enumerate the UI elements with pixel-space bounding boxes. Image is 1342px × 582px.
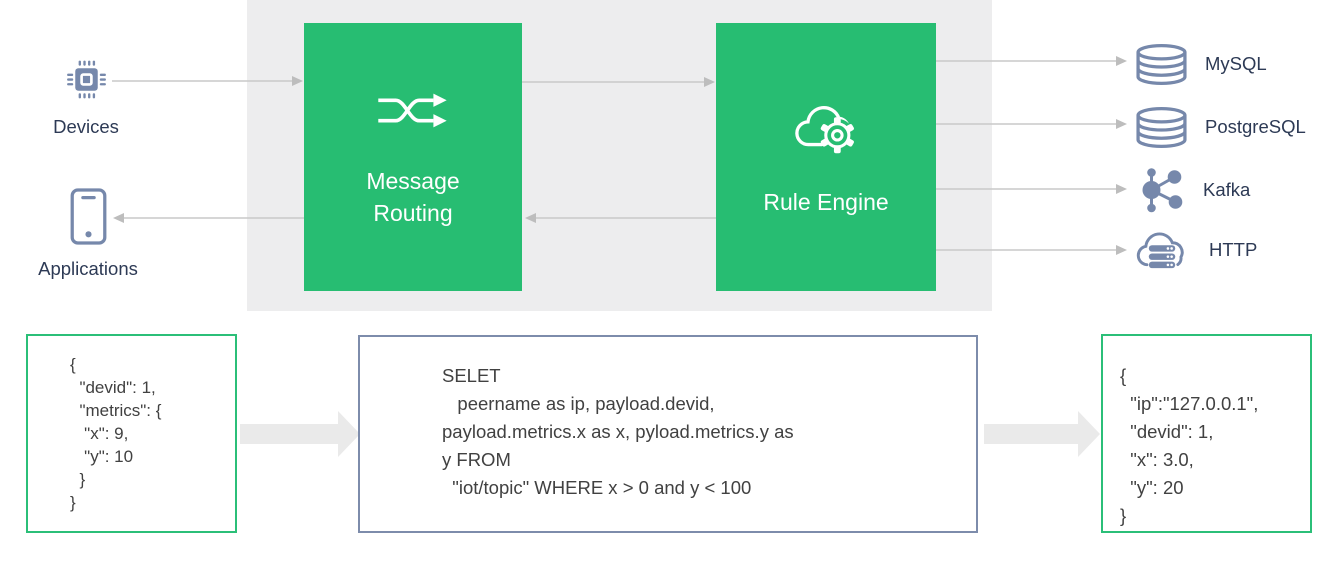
endpoint-applications: Applications: [12, 188, 164, 280]
output-json-text: { "ip":"127.0.0.1", "devid": 1, "x": 3.0…: [1120, 365, 1259, 526]
cloud-gear-icon: [795, 106, 854, 154]
database-icon: [1136, 43, 1187, 85]
shuffle-icon: [378, 93, 447, 127]
node-rule-engine: Rule Engine: [716, 23, 936, 291]
http-label: HTTP: [1209, 239, 1258, 260]
endpoint-postgresql: PostgreSQL: [1134, 104, 1306, 150]
devices-label: Devices: [53, 116, 119, 137]
endpoint-devices: Devices: [34, 56, 138, 138]
chip-icon: [66, 60, 106, 99]
node-message-routing: Message Routing: [304, 23, 522, 291]
message-routing-label: Message Routing: [366, 167, 460, 226]
endpoint-kafka: Kafka: [1134, 167, 1250, 213]
input-message-box: { "devid": 1, "metrics": { "x": 9, "y": …: [26, 334, 237, 533]
endpoint-mysql: MySQL: [1134, 41, 1267, 87]
database-icon: [1136, 106, 1187, 148]
mysql-label: MySQL: [1205, 53, 1267, 74]
cloud-server-icon: [1136, 232, 1184, 268]
thick-arrow-input-to-sql: [240, 411, 360, 457]
output-message-box: { "ip":"127.0.0.1", "devid": 1, "x": 3.0…: [1101, 334, 1312, 533]
rule-engine-label: Rule Engine: [763, 189, 889, 215]
kafka-label: Kafka: [1203, 179, 1251, 200]
rule-sql-box: SELET peername as ip, payload.devid, pay…: [358, 335, 978, 533]
rule-sql-text: SELET peername as ip, payload.devid, pay…: [442, 365, 794, 498]
endpoint-http: HTTP: [1134, 227, 1257, 273]
kafka-graph-icon: [1142, 168, 1183, 213]
smartphone-icon: [70, 188, 106, 245]
applications-label: Applications: [38, 258, 138, 279]
input-json-text: { "devid": 1, "metrics": { "x": 9, "y": …: [70, 355, 162, 512]
postgresql-label: PostgreSQL: [1205, 116, 1306, 137]
thick-arrow-sql-to-output: [984, 411, 1100, 457]
